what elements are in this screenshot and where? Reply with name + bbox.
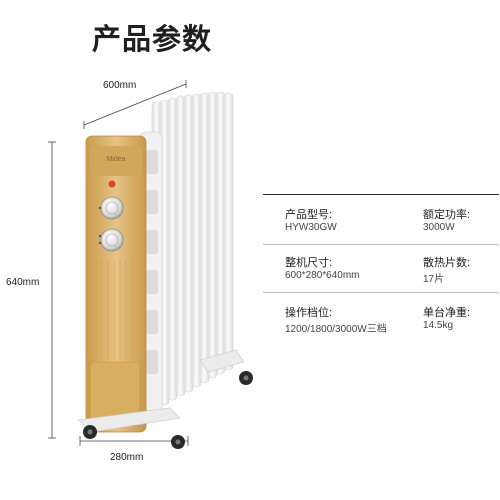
spec-value-power: 3000W (423, 222, 455, 233)
brand-logo: Midea (106, 156, 125, 163)
spec-label-model: 产品型号: (285, 209, 333, 221)
spec-label-fins: 散热片数: (423, 257, 471, 269)
spec-value-model: HYW30GW (285, 222, 337, 233)
height-dimension-label: 640mm (6, 277, 40, 288)
control-panel: Midea (85, 135, 147, 433)
temperature-knob (98, 196, 124, 220)
depth-dimension-line (79, 436, 189, 446)
spec-divider-1 (263, 244, 499, 245)
spec-value-size: 600*280*640mm (285, 270, 360, 281)
width-dimension-line (83, 80, 187, 129)
page-title: 产品参数 (92, 22, 213, 56)
depth-dimension-label: 280mm (110, 452, 144, 463)
spec-label-weight: 单台净重: (423, 307, 471, 319)
spec-label-power: 额定功率: (423, 209, 471, 221)
spec-table: 产品型号: HYW30GW 额定功率: 3000W 整机尺寸: 600*280*… (263, 194, 499, 344)
width-dimension-label: 600mm (103, 80, 137, 91)
spec-label-modes: 操作档位: (285, 307, 333, 319)
spec-value-fins: 17片 (423, 274, 445, 285)
spec-divider-top (263, 194, 499, 195)
spec-value-weight: 14.5kg (423, 320, 454, 331)
power-knob (98, 228, 124, 252)
spec-value-modes: 1200/1800/3000W三档 (285, 324, 387, 335)
height-dimension-line (48, 141, 56, 439)
spec-label-size: 整机尺寸: (285, 257, 333, 269)
spec-divider-2 (263, 292, 499, 293)
caster-wheels (83, 371, 253, 449)
power-indicator-light (108, 180, 116, 188)
heater-base (77, 349, 245, 433)
